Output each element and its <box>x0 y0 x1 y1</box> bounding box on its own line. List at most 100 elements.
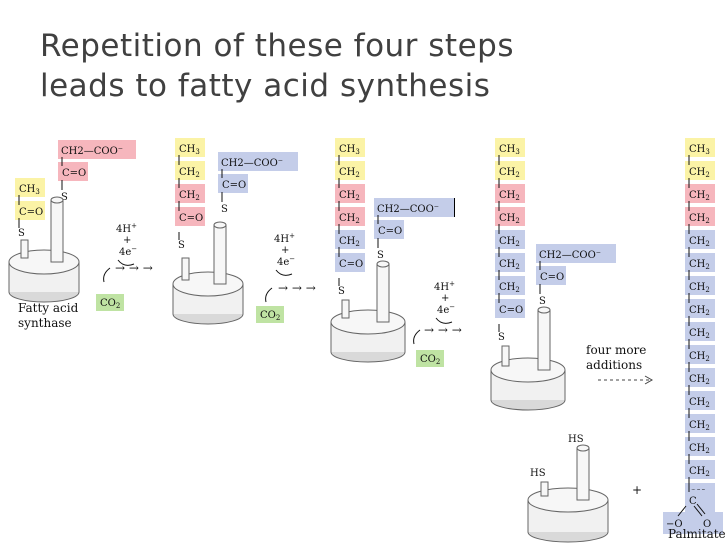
reductants-plus: + <box>123 235 131 246</box>
blue-group-box <box>685 322 715 341</box>
malonyl-label: CH2—COO⁻ <box>221 158 283 169</box>
yellow-group-box <box>335 161 365 180</box>
blue-carboxylate-box <box>663 512 723 534</box>
enzyme-tail-top <box>576 444 590 452</box>
oxygen-anion-label: −O <box>666 519 683 530</box>
yellow-group-box <box>495 161 525 180</box>
reductants-4h: 4H+ <box>274 232 295 245</box>
yellow-group-box <box>175 138 205 157</box>
sulfur-label: S <box>539 296 546 307</box>
red-group-box <box>335 207 365 226</box>
enzyme-stage-2 <box>172 221 244 325</box>
red-group-box <box>335 184 365 203</box>
co2-label: CO2 <box>260 310 280 322</box>
sulfur-label: S <box>178 240 185 251</box>
ch2-label: CH2 <box>689 397 710 409</box>
reductants-4h: 4H+ <box>434 280 455 293</box>
enzyme-tail-top <box>376 260 390 268</box>
reductants-curved-arrow <box>275 269 293 276</box>
enzyme-stage-4 <box>490 306 566 411</box>
ch2-label: CH2 <box>179 167 200 179</box>
carbonyl-label: C=O <box>62 168 86 179</box>
carbonyl-label: C=O <box>19 207 43 218</box>
blue-group-box <box>335 253 365 272</box>
blue-group-box <box>685 414 715 433</box>
red-malonyl-box <box>58 140 136 159</box>
ch3-label: CH3 <box>179 144 200 156</box>
carbonyl-label: C=O <box>540 272 564 283</box>
enzyme-top <box>527 487 609 513</box>
ch2-label: CH2 <box>689 374 710 386</box>
ch2-label: CH2 <box>499 190 520 202</box>
enzyme-stage-3 <box>330 260 406 363</box>
reductants-4e: 4e− <box>119 245 137 258</box>
dashed-arrow-head <box>644 375 654 385</box>
ch2-label: CH2 <box>689 351 710 363</box>
ch2-label: CH2 <box>499 259 520 271</box>
ch2-label: CH2 <box>499 167 520 179</box>
blue-group-box <box>685 345 715 364</box>
enzyme-tail-top <box>50 196 64 204</box>
ch2-label: CH2 <box>689 282 710 294</box>
blue-group-box <box>685 253 715 272</box>
enzyme-tail-top <box>213 221 227 229</box>
blue-group-box <box>685 230 715 249</box>
blue-carbonyl-box <box>374 220 404 239</box>
blue-carbon-box <box>685 490 715 512</box>
red-group-box <box>685 184 715 203</box>
co2-box <box>256 306 284 323</box>
enzyme-tail <box>576 447 590 501</box>
enzyme-label-line-1: Fatty acid <box>18 301 79 315</box>
carbonyl-label: C=O <box>222 180 246 191</box>
carboxylate-carbon-label: C <box>689 496 697 507</box>
blue-group-box <box>495 230 525 249</box>
enzyme-stub <box>20 239 29 259</box>
yellow-group-box <box>15 201 45 220</box>
red-group-box <box>175 207 205 226</box>
ch2-label: CH2 <box>689 420 710 432</box>
blue-malonyl-box <box>536 244 616 263</box>
ch2-label: CH2 <box>499 236 520 248</box>
enzyme-stub <box>181 257 190 281</box>
yellow-group-box <box>175 161 205 180</box>
plus-sign: + <box>632 483 642 497</box>
ch2-label: CH2 <box>339 167 360 179</box>
ch2-label: CH2 <box>689 213 710 225</box>
blue-group-box <box>685 299 715 318</box>
thiol-label: HS <box>568 434 584 445</box>
enzyme-tail <box>537 309 551 371</box>
blue-group-box <box>335 230 365 249</box>
ch2-label: CH2 <box>689 259 710 271</box>
ch2-label: CH2 <box>689 328 710 340</box>
carbonyl-label: C=O <box>378 226 402 237</box>
bond-line <box>696 503 706 515</box>
blue-group-box <box>685 460 715 479</box>
slide-title-line-1: Repetition of these four steps <box>40 28 514 64</box>
ch3-label: CH3 <box>499 144 520 156</box>
co2-label: CO2 <box>420 354 440 366</box>
ch2-label: CH2 <box>499 282 520 294</box>
yellow-group-box <box>685 138 715 157</box>
yellow-group-box <box>685 161 715 180</box>
red-group-box <box>495 207 525 226</box>
ch2-label: CH2 <box>339 213 360 225</box>
reductants-4e: 4e− <box>437 303 455 316</box>
sulfur-label: S <box>377 250 384 261</box>
enzyme-stub <box>341 299 350 319</box>
yellow-group-box <box>495 138 525 157</box>
reaction-arrows: → → → <box>424 323 462 337</box>
sulfur-label: S <box>338 286 345 297</box>
enzyme-stage-1 <box>8 196 80 303</box>
ch2-label: CH2 <box>339 236 360 248</box>
reductants-4h: 4H+ <box>116 222 137 235</box>
reductants-curved-arrow <box>435 317 453 324</box>
enzyme-tail <box>213 224 227 285</box>
enzyme-free <box>527 444 609 543</box>
co2-release-arrow <box>265 287 273 303</box>
ch2-label: CH2 <box>689 167 710 179</box>
ch2-label: CH2 <box>689 190 710 202</box>
ch2-label: CH2 <box>179 190 200 202</box>
thiol-label: HS <box>530 468 546 479</box>
blue-group-box <box>685 276 715 295</box>
